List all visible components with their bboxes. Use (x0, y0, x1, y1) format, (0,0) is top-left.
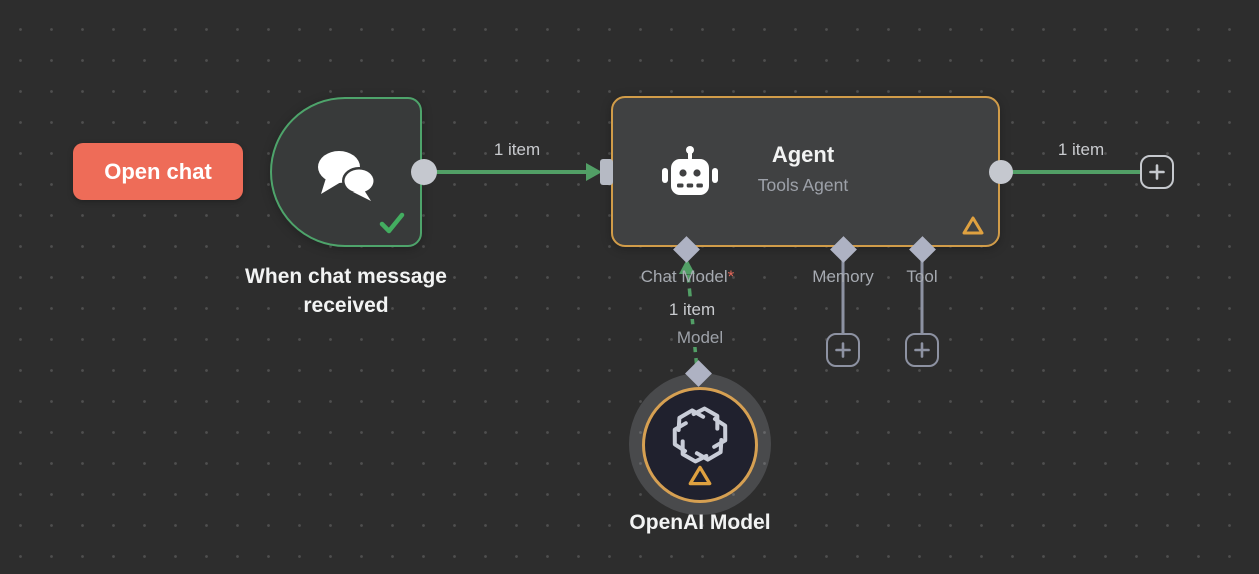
plus-icon (914, 342, 930, 358)
items-count-agent-output: 1 item (1057, 140, 1105, 159)
tool-port-label: Tool (906, 267, 938, 286)
items-count-text: 1 item (665, 300, 719, 319)
chat-model-port-label: Chat Model* (600, 267, 775, 287)
edge-arrow-into-chat-model (679, 259, 695, 274)
add-tool-button[interactable] (905, 333, 939, 367)
warning-triangle-icon (688, 465, 712, 485)
trigger-node-label: When chat message received (245, 265, 447, 317)
robot-icon (662, 146, 718, 195)
openai-logo-icon (672, 406, 728, 463)
plus-icon (1149, 164, 1165, 180)
node-when-chat-message-received[interactable] (270, 97, 422, 247)
warning-triangle-icon (962, 216, 984, 235)
openai-node-label: OpenAI Model (629, 511, 771, 534)
agent-output-connector[interactable] (989, 160, 1013, 184)
open-chat-button[interactable]: Open chat (73, 143, 243, 200)
items-count-trigger-to-agent: 1 item (493, 140, 541, 159)
agent-node-subtitle: Tools Agent (757, 175, 849, 195)
chat-bubbles-icon (318, 151, 376, 202)
items-count-model-to-agent: 1 item (642, 300, 742, 320)
add-next-node-button[interactable] (1140, 155, 1174, 189)
agent-main-input-connector[interactable] (600, 159, 613, 185)
plus-icon (835, 342, 851, 358)
add-memory-button[interactable] (826, 333, 860, 367)
edge-arrow-into-agent (586, 163, 602, 181)
model-output-port-label: Model (650, 328, 750, 348)
success-check-icon (379, 212, 405, 234)
agent-node-title: Agent (771, 142, 835, 167)
node-agent[interactable]: Agent Tools Agent (611, 96, 1000, 247)
required-asterisk: * (727, 267, 735, 286)
model-port-text: Model (673, 328, 727, 347)
trigger-output-connector[interactable] (411, 159, 437, 185)
chat-model-port-text: Chat Model (640, 267, 728, 286)
memory-port-label: Memory (812, 267, 874, 286)
node-openai-model[interactable] (642, 387, 758, 503)
